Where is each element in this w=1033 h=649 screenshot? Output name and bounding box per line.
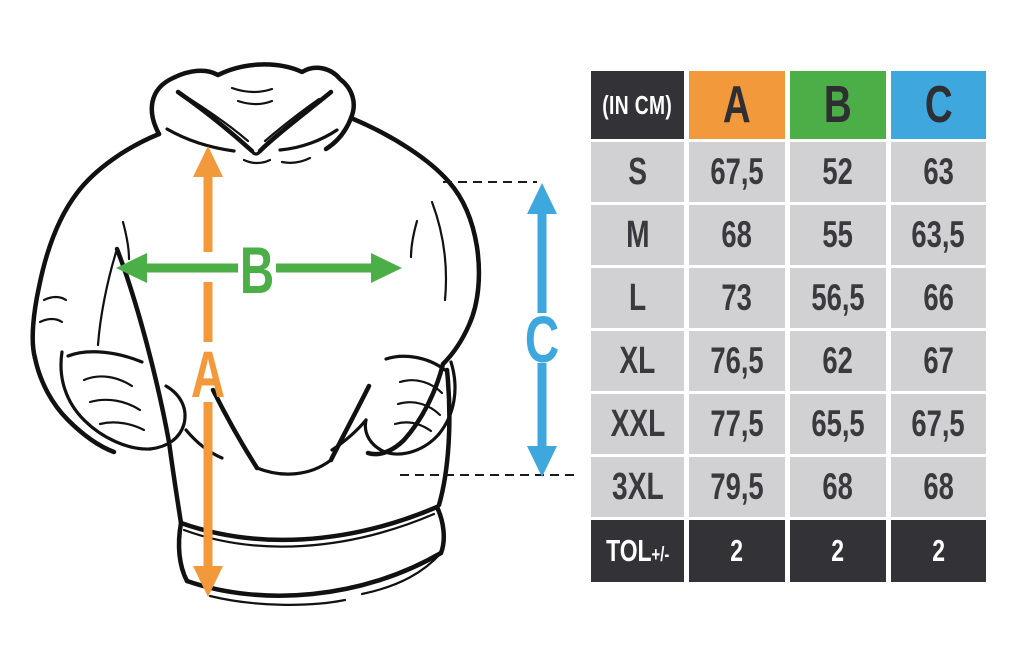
hoodie-diagram: A B C <box>30 62 578 606</box>
value-3xl-c: 68 <box>891 457 986 517</box>
size-label-s: S <box>591 142 684 202</box>
tolerance-label: TOL+/- <box>591 520 684 582</box>
value-s-a: 67,5 <box>689 142 785 202</box>
value-l-c: 66 <box>891 268 986 328</box>
size-label-3xl: 3XL <box>591 457 684 517</box>
size-label-l: L <box>591 268 684 328</box>
value-m-a: 68 <box>689 205 785 265</box>
value-3xl-b: 68 <box>790 457 886 517</box>
value-m-c: 63,5 <box>891 205 986 265</box>
size-label-xxl: XXL <box>591 394 684 454</box>
value-s-b: 52 <box>790 142 886 202</box>
value-xl-b: 62 <box>790 331 886 391</box>
value-xl-c: 67 <box>891 331 986 391</box>
arrow-b-label: B <box>240 234 274 307</box>
arrow-c-label: C <box>525 303 559 376</box>
hoodie-illustration: A B C <box>30 62 578 606</box>
unit-header: (IN CM) <box>591 71 684 139</box>
tolerance-a: 2 <box>689 520 785 582</box>
measurement-arrow-b: B <box>116 234 402 308</box>
value-m-b: 55 <box>790 205 886 265</box>
value-xxl-c: 67,5 <box>891 394 986 454</box>
tolerance-c: 2 <box>891 520 986 582</box>
value-xxl-a: 77,5 <box>689 394 785 454</box>
hoodie-outline <box>30 62 482 606</box>
value-l-a: 73 <box>689 268 785 328</box>
column-header-b: B <box>790 71 886 139</box>
value-l-b: 56,5 <box>790 268 886 328</box>
column-header-a: A <box>689 71 785 139</box>
measurement-arrow-a: A <box>191 146 225 597</box>
tolerance-b: 2 <box>790 520 886 582</box>
value-s-c: 63 <box>891 142 986 202</box>
column-header-c: C <box>891 71 986 139</box>
c-guide-lines <box>400 181 578 476</box>
value-3xl-a: 79,5 <box>689 457 785 517</box>
size-table: (IN CM) A B C S 67,5 52 63 M 68 55 63,5 … <box>591 71 987 582</box>
value-xxl-b: 65,5 <box>790 394 886 454</box>
measurement-arrow-c: C <box>525 183 559 477</box>
value-xl-a: 76,5 <box>689 331 785 391</box>
size-label-xl: XL <box>591 331 684 391</box>
arrow-a-label: A <box>191 338 225 411</box>
size-label-m: M <box>591 205 684 265</box>
